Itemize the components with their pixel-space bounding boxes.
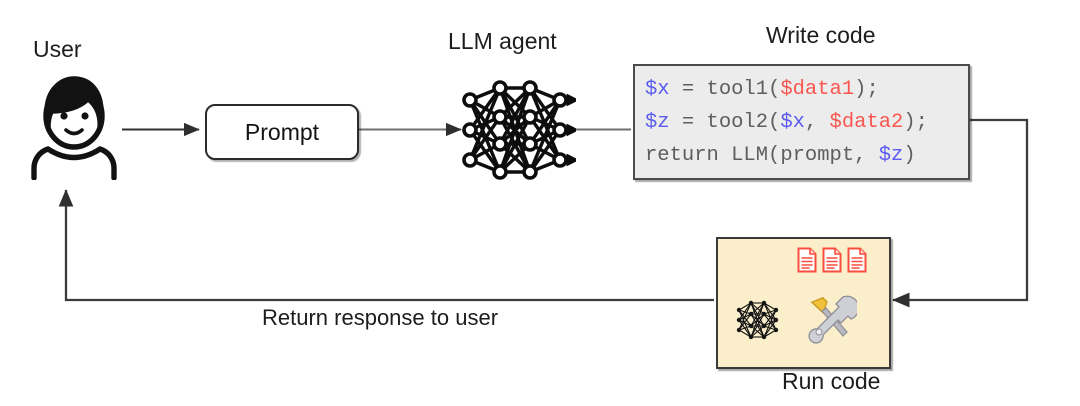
return-response-label: Return response to user: [262, 305, 499, 330]
user-icon: [31, 76, 117, 180]
run-code-label: Run code: [782, 368, 881, 394]
document-icon: [822, 247, 842, 273]
edge-runbox-to-user: [58, 189, 714, 302]
llm-agent-label: LLM agent: [448, 28, 557, 54]
documents-icon-group: [797, 247, 867, 273]
prompt-label: Prompt: [244, 118, 320, 145]
user-label: User: [33, 36, 82, 62]
write-code-label: Write code: [766, 22, 876, 48]
edge-code-to-runbox: [892, 118, 1029, 308]
document-icon: [797, 247, 817, 273]
code-line-2: $z = tool2($x, $data2);: [645, 111, 928, 134]
code-block: $x = tool1($data1); $z = tool2($x, $data…: [633, 64, 970, 180]
neural-network-icon: [462, 80, 576, 180]
neural-network-icon-small: [736, 300, 779, 340]
code-line-1: $x = tool1($data1);: [645, 78, 879, 101]
code-line-3: return LLM(prompt, $z): [645, 144, 916, 167]
tools-icon: [808, 295, 857, 344]
prompt-box[interactable]: Prompt: [205, 104, 359, 160]
run-code-box: [716, 237, 891, 369]
document-icon: [847, 247, 867, 273]
